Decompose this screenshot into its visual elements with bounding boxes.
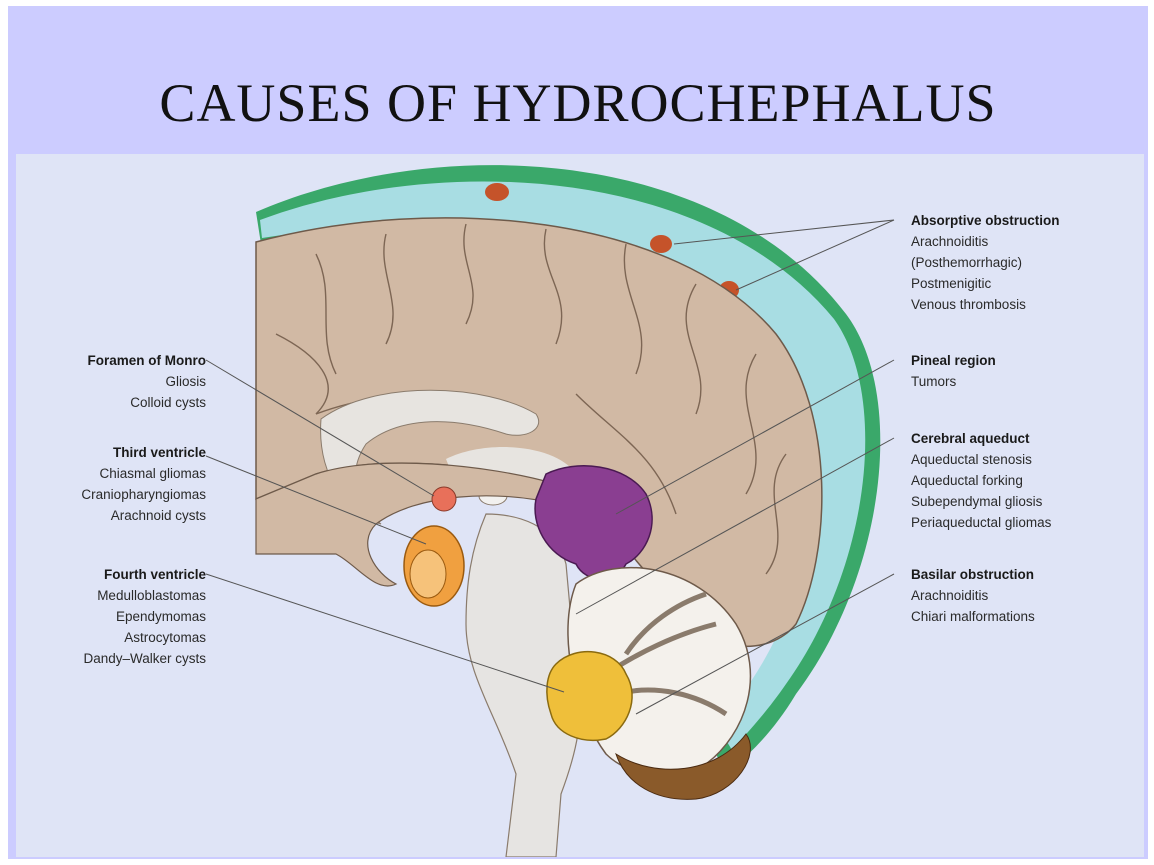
label-item: Astrocytomas: [26, 627, 206, 648]
slide: CAUSES OF HYDROCHEPHALUS: [8, 6, 1148, 859]
label-item: Ependymomas: [26, 606, 206, 627]
label-item: Arachnoiditis: [911, 585, 1131, 606]
label-item: Arachnoiditis: [911, 231, 1131, 252]
label-foramen-monro: Foramen of Monro Gliosis Colloid cysts: [26, 350, 206, 413]
label-heading: Cerebral aqueduct: [911, 428, 1131, 449]
granulation-1: [485, 183, 509, 201]
label-heading: Absorptive obstruction: [911, 210, 1131, 231]
label-pineal-region: Pineal region Tumors: [911, 350, 1131, 392]
label-item: Medulloblastomas: [26, 585, 206, 606]
label-item: Chiasmal gliomas: [26, 463, 206, 484]
label-heading: Third ventricle: [26, 442, 206, 463]
label-third-ventricle: Third ventricle Chiasmal gliomas Craniop…: [26, 442, 206, 526]
label-absorptive-obstruction: Absorptive obstruction Arachnoiditis (Po…: [911, 210, 1131, 315]
label-item: Craniopharyngiomas: [26, 484, 206, 505]
label-item: Periaqueductal gliomas: [911, 512, 1131, 533]
label-fourth-ventricle: Fourth ventricle Medulloblastomas Ependy…: [26, 564, 206, 669]
label-item: Subependymal gliosis: [911, 491, 1131, 512]
label-item: Dandy–Walker cysts: [26, 648, 206, 669]
brain-diagram: Foramen of Monro Gliosis Colloid cysts T…: [16, 154, 1144, 857]
label-item: (Posthemorrhagic): [911, 252, 1131, 273]
label-heading: Foramen of Monro: [26, 350, 206, 371]
label-item: Postmenigitic: [911, 273, 1131, 294]
label-heading: Pineal region: [911, 350, 1131, 371]
slide-title: CAUSES OF HYDROCHEPHALUS: [8, 72, 1148, 134]
label-item: Aqueductal forking: [911, 470, 1131, 491]
label-item: Tumors: [911, 371, 1131, 392]
monro-cyst: [432, 487, 456, 511]
label-item: Gliosis: [26, 371, 206, 392]
label-heading: Fourth ventricle: [26, 564, 206, 585]
label-heading: Basilar obstruction: [911, 564, 1131, 585]
label-cerebral-aqueduct: Cerebral aqueduct Aqueductal stenosis Aq…: [911, 428, 1131, 533]
label-basilar-obstruction: Basilar obstruction Arachnoiditis Chiari…: [911, 564, 1131, 627]
label-item: Aqueductal stenosis: [911, 449, 1131, 470]
label-item: Chiari malformations: [911, 606, 1131, 627]
granulation-2: [650, 235, 672, 253]
fourth-ventricle-tumor: [547, 652, 632, 741]
label-item: Arachnoid cysts: [26, 505, 206, 526]
label-item: Venous thrombosis: [911, 294, 1131, 315]
label-item: Colloid cysts: [26, 392, 206, 413]
